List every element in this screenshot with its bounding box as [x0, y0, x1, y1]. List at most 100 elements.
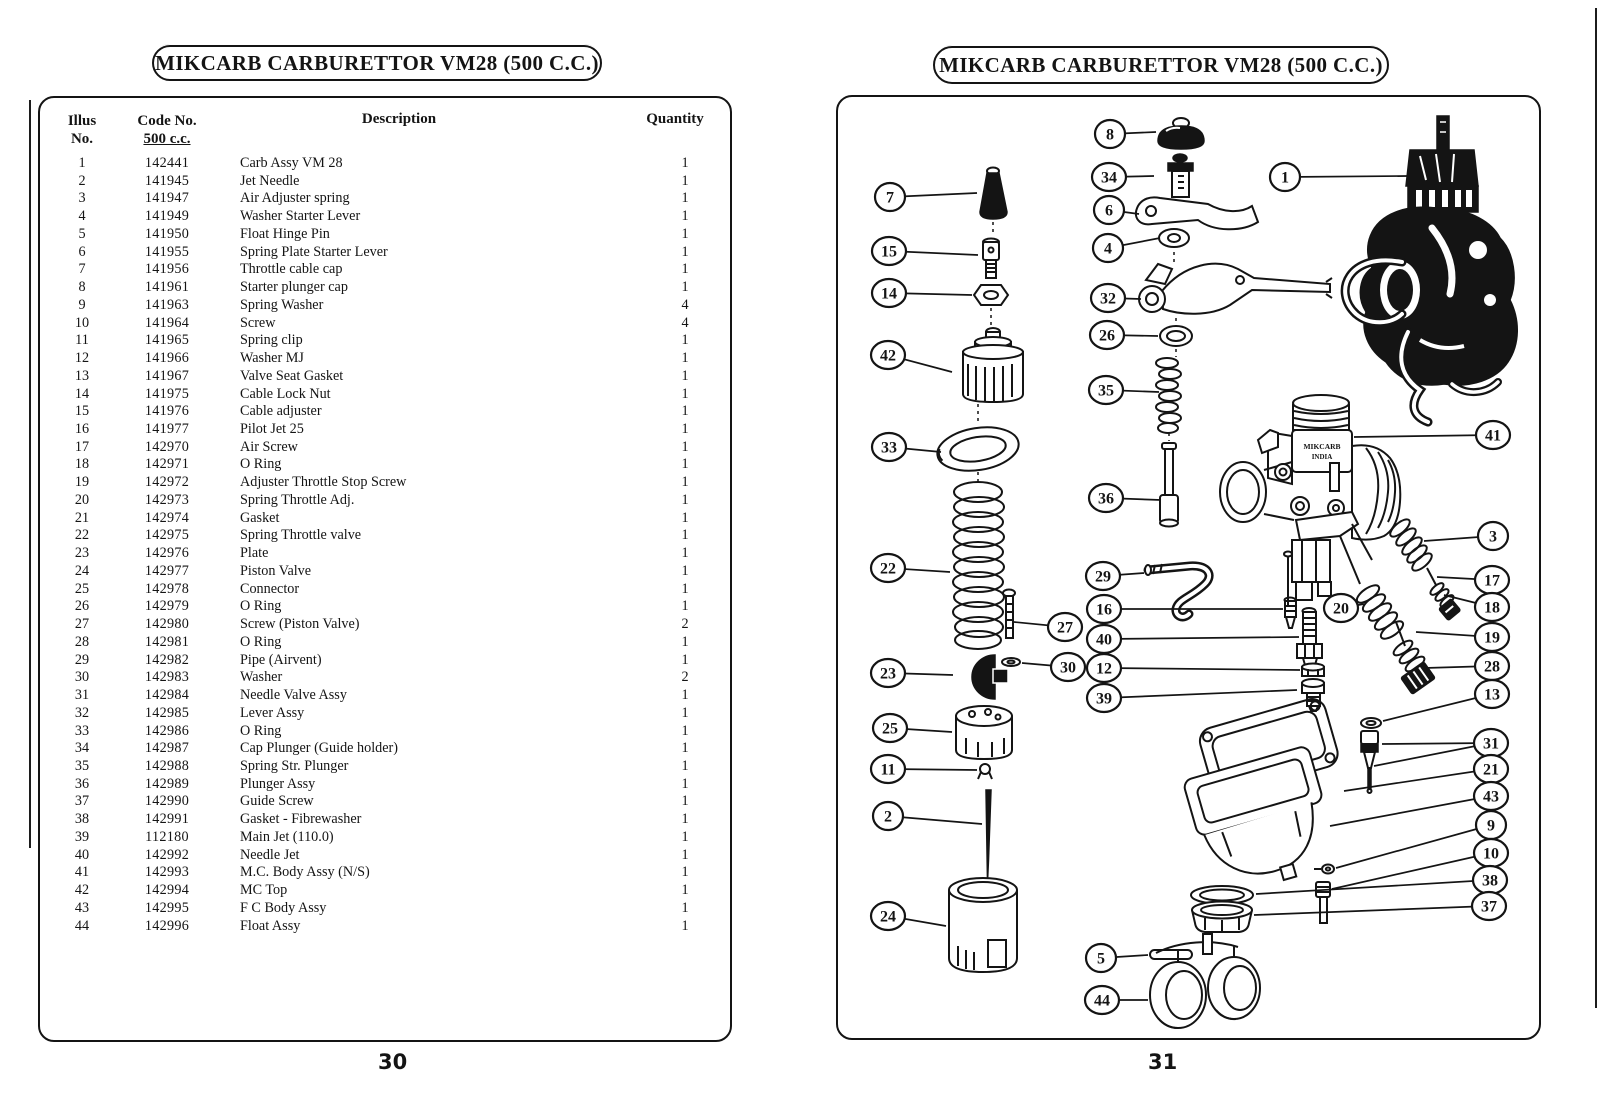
col-header-illus: Illus No.	[67, 113, 97, 147]
cell-illus-no: 35	[74, 757, 90, 774]
cell-code-no: 142991	[144, 811, 190, 828]
part-44-float-assy	[1149, 933, 1261, 1029]
cell-illus-no: 41	[74, 864, 90, 881]
cell-code-no: 142979	[144, 598, 190, 615]
callout-number: 25	[882, 721, 898, 738]
callout-23: 23	[869, 657, 954, 689]
callout-bubble	[873, 181, 907, 213]
callout-bubble	[1091, 232, 1125, 264]
cell-description: Connector	[240, 580, 300, 597]
cell-code-no: 142985	[144, 704, 190, 721]
cell-code-no: 142978	[144, 580, 190, 597]
cell-illus-no: 24	[74, 562, 90, 579]
cell-description: Washer Starter Lever	[240, 208, 361, 225]
cell-quantity: 1	[681, 793, 689, 810]
part-35-plunger-spring	[1155, 357, 1182, 434]
callout-bubble	[1322, 592, 1360, 624]
callout-bubble	[1087, 374, 1125, 406]
cell-code-no: 141945	[144, 172, 190, 189]
leader-line	[1103, 689, 1298, 699]
part-8-starter-plunger-cap	[1157, 117, 1205, 150]
callout-bubble	[1473, 591, 1511, 623]
callout-bubble	[871, 800, 905, 832]
cell-description: MC Top	[240, 882, 288, 899]
cell-illus-no: 25	[74, 580, 90, 597]
part-1-carb-assy	[1340, 115, 1518, 427]
cell-illus-no: 13	[74, 367, 90, 384]
col-header-code: Code No. 500 c.c.	[137, 113, 197, 147]
cell-description: Needle Valve Assy	[240, 687, 347, 704]
leader-line	[1103, 667, 1301, 671]
callout-number: 34	[1101, 170, 1117, 187]
part-15-cable-adjuster	[982, 237, 1000, 279]
callouts-layer: 7151442332223251122483464322635362916274…	[869, 118, 1512, 1016]
callout-22: 22	[869, 552, 951, 584]
cell-description: Valve Seat Gasket	[240, 367, 344, 384]
cell-description: Piston Valve	[240, 562, 312, 579]
cell-illus-no: 38	[74, 811, 90, 828]
cell-description: Pipe (Airvent)	[240, 651, 322, 668]
cell-illus-no: 30	[74, 669, 90, 686]
callout-number: 14	[881, 286, 897, 303]
callout-number: 23	[880, 666, 896, 683]
leader-line	[1284, 175, 1409, 178]
cell-quantity: 1	[681, 899, 689, 916]
callout-number: 19	[1484, 630, 1500, 647]
cell-description: Gasket	[240, 509, 280, 526]
callout-number: 20	[1333, 601, 1349, 618]
cell-illus-no: 8	[78, 279, 86, 296]
callout-number: 11	[880, 762, 895, 779]
callout-number: 43	[1483, 789, 1499, 806]
cell-illus-no: 10	[74, 314, 90, 331]
cell-description: Pilot Jet 25	[240, 421, 304, 438]
cell-code-no: 142972	[144, 474, 190, 491]
callout-44: 44	[1083, 984, 1148, 1016]
callout-number: 26	[1099, 328, 1115, 345]
cell-description: Spring Washer	[240, 296, 324, 313]
cell-code-no: 142981	[144, 633, 190, 650]
cell-illus-no: 33	[74, 722, 90, 739]
callout-number: 7	[886, 190, 894, 207]
callout-bubble	[1092, 194, 1126, 226]
cell-illus-no: 28	[74, 633, 90, 650]
cell-description: Air Adjuster spring	[240, 190, 350, 207]
callout-2: 2	[871, 800, 983, 832]
leader-line	[1335, 824, 1492, 869]
scan-edge-right	[1595, 8, 1597, 1008]
callout-bubble	[1268, 161, 1302, 193]
callout-number: 12	[1096, 661, 1112, 678]
callout-number: 30	[1060, 660, 1076, 677]
cell-description: Spring Throttle Adj.	[240, 491, 355, 508]
cell-description: Float Assy	[240, 917, 301, 934]
cell-quantity: 1	[681, 811, 689, 828]
callout-34: 34	[1090, 161, 1155, 193]
cell-quantity: 1	[681, 509, 689, 526]
part-24-piston-valve	[948, 877, 1018, 974]
leader-line	[1255, 879, 1491, 895]
leader-line	[1331, 852, 1492, 890]
callout-bubble	[1474, 419, 1512, 451]
part-12-washer-mj	[1301, 662, 1325, 677]
left-page-number: 30	[378, 1050, 408, 1074]
callout-number: 35	[1098, 383, 1114, 400]
callout-3: 3	[1423, 520, 1510, 552]
callout-27: 27	[1013, 611, 1084, 643]
cell-description: Air Screw	[240, 438, 298, 455]
cell-quantity: 1	[681, 562, 689, 579]
cell-illus-no: 39	[74, 828, 90, 845]
part-36-plunger-assy	[1159, 442, 1179, 528]
cell-illus-no: 44	[74, 917, 90, 934]
callout-36: 36	[1087, 482, 1162, 514]
